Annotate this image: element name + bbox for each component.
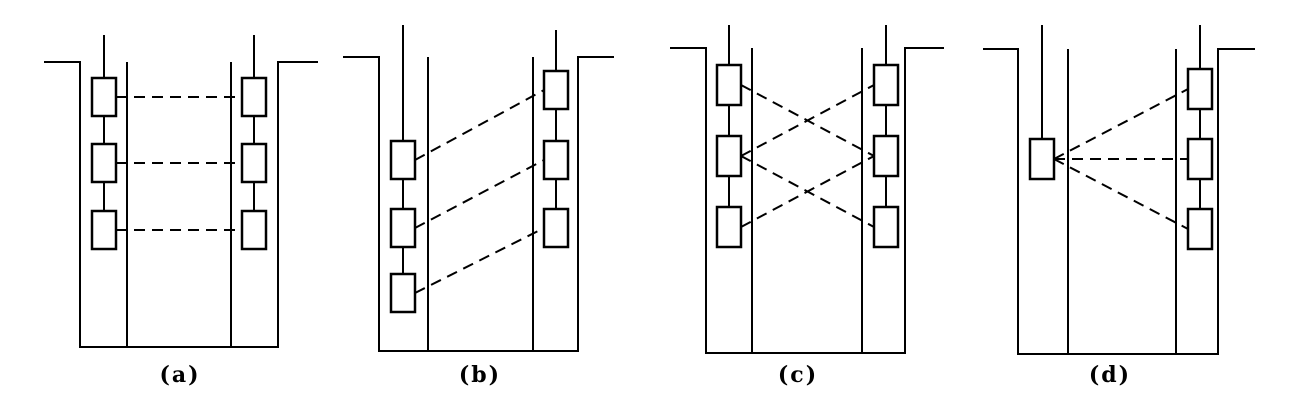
left-probe-b-1 (389, 139, 417, 181)
right-probe-a-2 (240, 142, 268, 184)
right-probe-b-3 (542, 207, 570, 249)
left-probe-a-2 (90, 142, 118, 184)
left-probe-b-2 (389, 207, 417, 249)
pit-outline-a (44, 61, 318, 348)
ray-path-d-3 (1053, 158, 1189, 230)
right-probe-d-2 (1186, 137, 1214, 181)
left-probe-d-1 (1028, 137, 1056, 181)
right-probe-d-3 (1186, 207, 1214, 251)
right-probe-b-2 (542, 139, 570, 181)
left-probe-c-1 (715, 63, 743, 107)
panel-c-caption: (c) (777, 362, 819, 388)
left-probe-a-1 (90, 76, 118, 118)
left-probe-c-2 (715, 134, 743, 178)
panel-b (343, 25, 614, 352)
ray-path-d-1 (1053, 88, 1189, 160)
pit-outline-b (343, 56, 614, 352)
ray-path-b-1 (414, 89, 545, 161)
left-probe-c-3 (715, 205, 743, 249)
panel-b-caption: (b) (458, 362, 502, 388)
panel-a-caption: (a) (159, 362, 201, 388)
right-probe-b-1 (542, 69, 570, 111)
left-probe-a-3 (90, 209, 118, 251)
right-probe-c-2 (872, 134, 900, 178)
panel-d (983, 25, 1255, 355)
left-probe-b-3 (389, 272, 417, 314)
pit-outline-c (670, 47, 944, 354)
ray-path-b-3 (414, 227, 545, 294)
right-probe-c-3 (872, 205, 900, 249)
right-probe-d-1 (1186, 67, 1214, 111)
panel-d-caption: (d) (1088, 362, 1132, 388)
pit-outline-d (983, 48, 1255, 355)
ray-path-c-4 (740, 155, 875, 228)
right-probe-a-3 (240, 209, 268, 251)
right-probe-c-1 (872, 63, 900, 107)
ray-path-c-2 (740, 84, 875, 157)
ray-path-b-2 (414, 159, 545, 229)
right-probe-a-1 (240, 76, 268, 118)
panel-c (670, 25, 944, 354)
panel-a (44, 35, 318, 348)
